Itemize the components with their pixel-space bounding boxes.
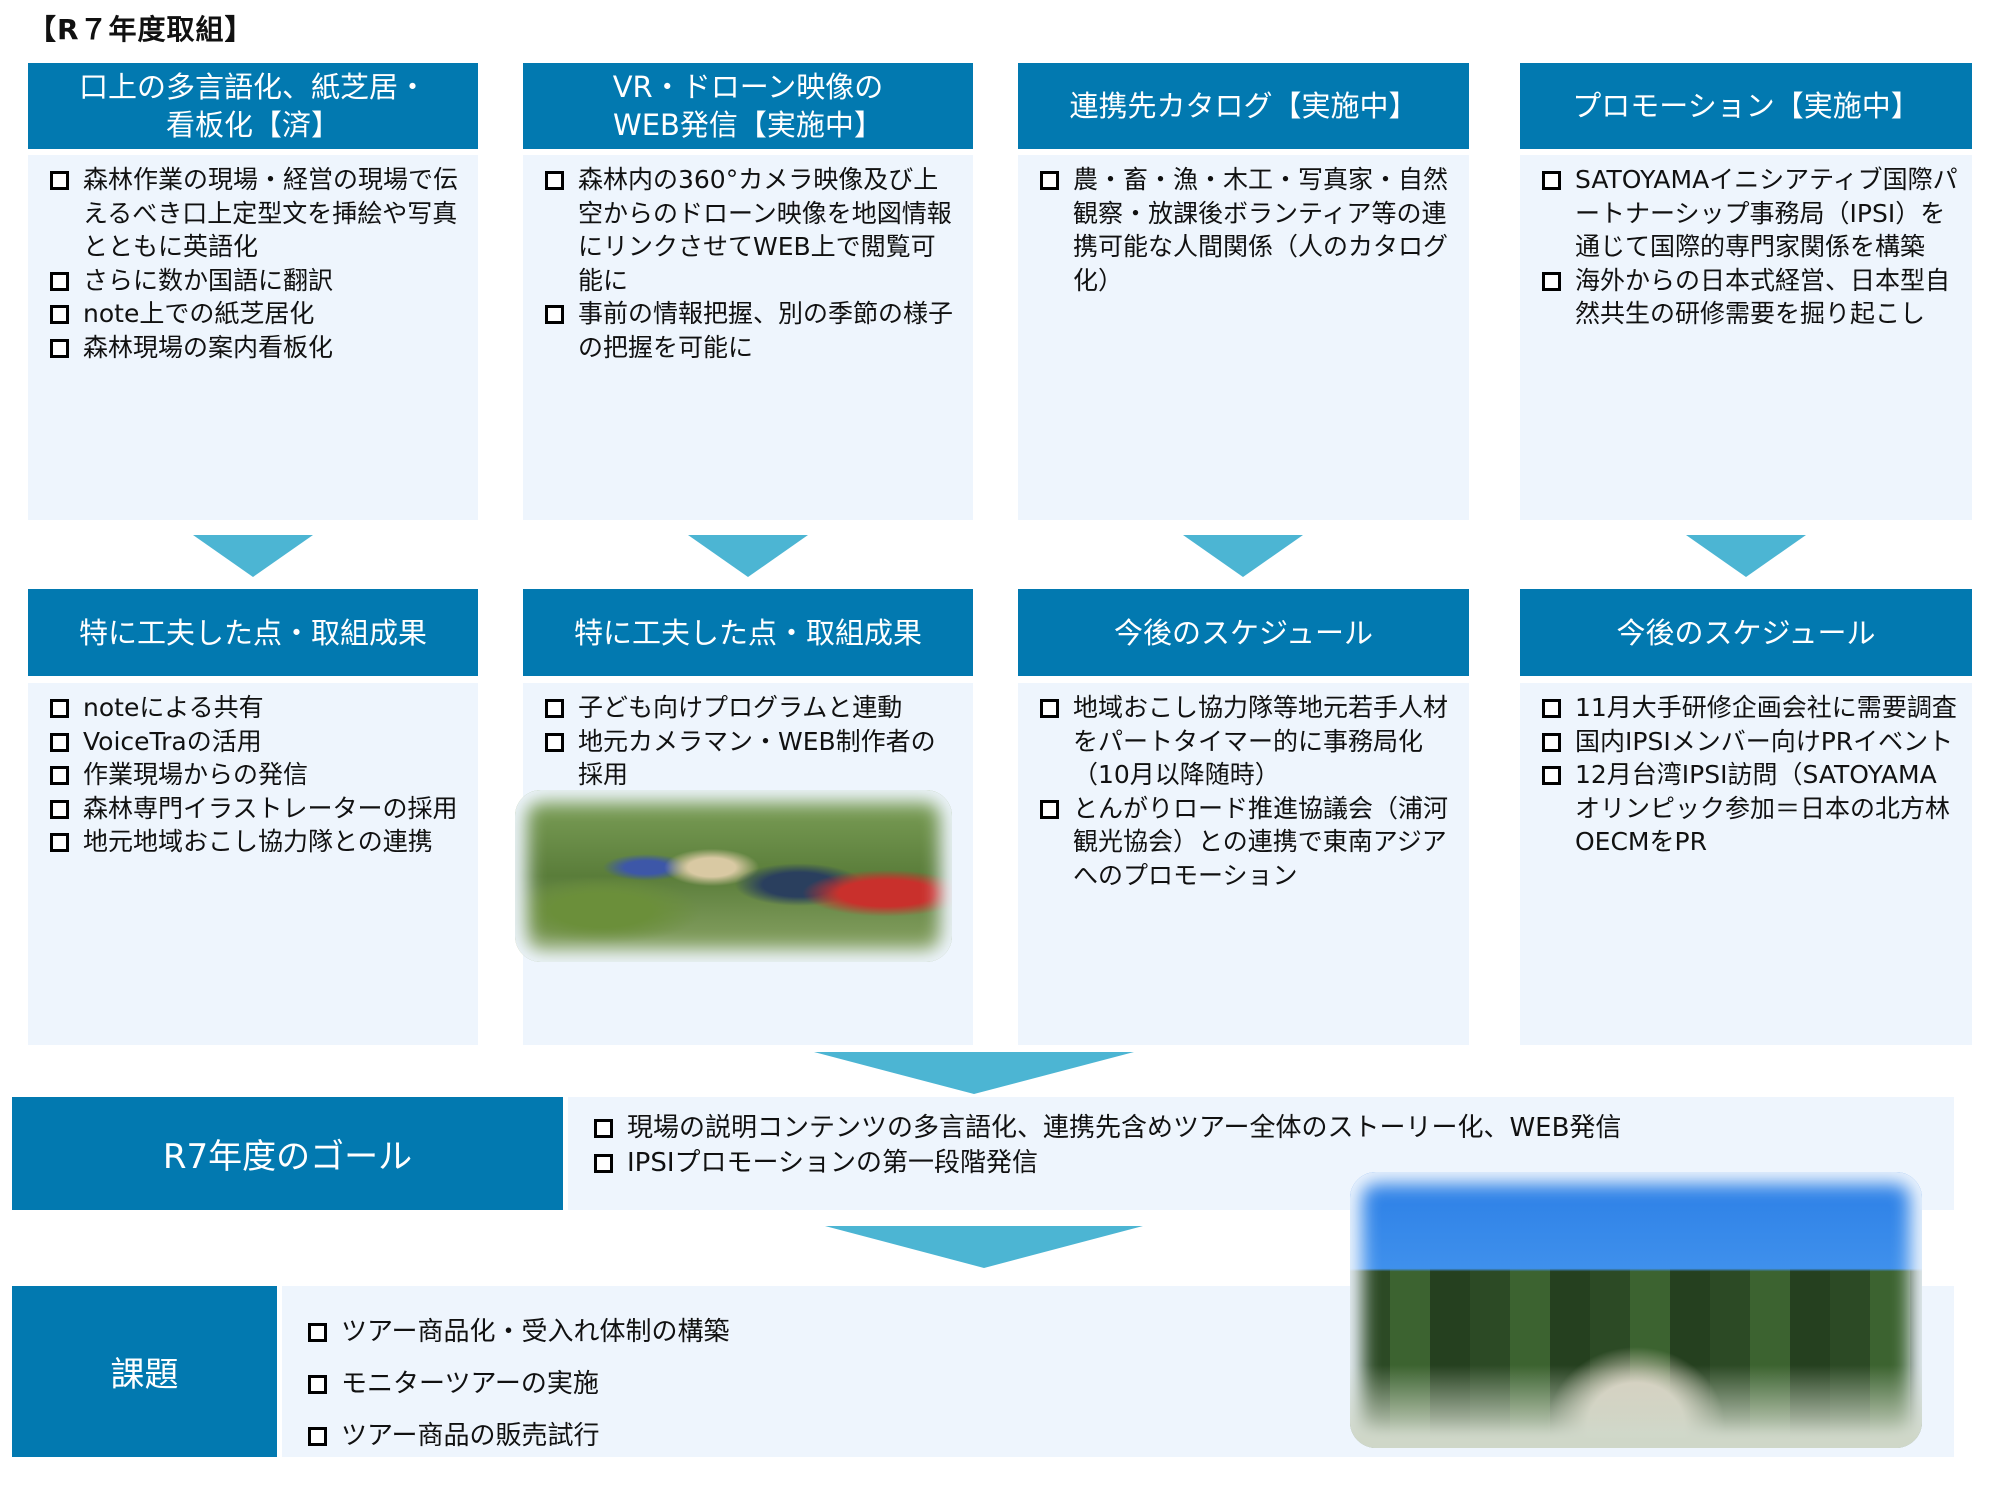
list-item: 12月台湾IPSI訪問（SATOYAMAオリンピック参加＝日本の北方林OECMを… (1538, 758, 1958, 859)
page-title: 【R７年度取組】 (28, 13, 254, 46)
checkbox-icon (545, 732, 564, 752)
down-arrow-icon (193, 535, 313, 577)
checkbox-icon (1542, 699, 1561, 718)
group-tour-photo (515, 790, 952, 962)
schedule-header-3: 今後のスケジュール (1018, 589, 1469, 676)
checkbox-icon (50, 699, 69, 718)
checkbox-icon (594, 1154, 613, 1173)
list-item: 子ども向けプログラムと連動 (541, 691, 959, 725)
list-item: 森林内の360°カメラ映像及び上空からのドローン映像を地図情報にリンクさせてWE… (541, 163, 959, 297)
checkbox-icon (308, 1427, 327, 1446)
down-arrow-icon (814, 1052, 1134, 1094)
list-item: ツアー商品化・受入れ体制の構築 (304, 1306, 1954, 1358)
checkbox-icon (594, 1119, 613, 1138)
checkbox-icon (545, 699, 564, 718)
list-item: 農・畜・漁・木工・写真家・自然観察・放課後ボランティア等の連携可能な人間関係（人… (1036, 163, 1455, 297)
checkbox-icon (545, 305, 564, 324)
checkbox-icon (1542, 732, 1561, 752)
forest-group-photo (1350, 1172, 1922, 1448)
column-3-body: 農・畜・漁・木工・写真家・自然観察・放課後ボランティア等の連携可能な人間関係（人… (1018, 155, 1469, 520)
list-item: さらに数か国語に翻訳 (46, 264, 464, 298)
column-4-header: プロモーション【実施中】 (1520, 63, 1972, 149)
goal-content: 現場の説明コンテンツの多言語化、連携先含めツアー全体のストーリー化、WEB発信 … (568, 1097, 1954, 1210)
column-3-header: 連携先カタログ【実施中】 (1018, 63, 1469, 149)
list-item: 作業現場からの発信 (46, 758, 464, 792)
down-arrow-icon (1183, 535, 1303, 577)
checkbox-icon (1040, 699, 1059, 718)
list-item: 地元カメラマン・WEB制作者の採用 (541, 725, 959, 792)
list-item: 森林作業の現場・経営の現場で伝えるべき口上定型文を挿絵や写真とともに英語化 (46, 163, 464, 264)
list-item: 海外からの日本式経営、日本型自然共生の研修需要を掘り起こし (1538, 264, 1958, 331)
checkbox-icon (50, 338, 69, 358)
list-item: ツアー商品の販売試行 (304, 1410, 1954, 1462)
list-item: モニターツアーの実施 (304, 1358, 1954, 1410)
down-arrow-icon (1686, 535, 1806, 577)
result-header-1: 特に工夫した点・取組成果 (28, 589, 478, 676)
list-item: noteによる共有 (46, 691, 464, 725)
checkbox-icon (50, 305, 69, 324)
checkbox-icon (1542, 171, 1561, 190)
result-header-2: 特に工夫した点・取組成果 (523, 589, 973, 676)
issues-label: 課題 (12, 1286, 277, 1457)
checkbox-icon (50, 171, 69, 190)
down-arrow-icon (688, 535, 808, 577)
list-item: 地元地域おこし協力隊との連携 (46, 825, 464, 859)
checkbox-icon (50, 799, 69, 819)
list-item: note上での紙芝居化 (46, 297, 464, 331)
list-item: 現場の説明コンテンツの多言語化、連携先含めツアー全体のストーリー化、WEB発信 (590, 1111, 1954, 1146)
column-2-header: VR・ドローン映像の WEB発信【実施中】 (523, 63, 973, 149)
checkbox-icon (308, 1375, 327, 1394)
result-body-1: noteによる共有 VoiceTraの活用 作業現場からの発信 森林専門イラスト… (28, 683, 478, 1045)
column-3-header-text: 連携先カタログ【実施中】 (1069, 89, 1418, 123)
checkbox-icon (1542, 271, 1561, 291)
checkbox-icon (1040, 799, 1059, 819)
schedule-body-3: 地域おこし協力隊等地元若手人材をパートタイマー的に事務局化（10月以降随時） と… (1018, 683, 1469, 1045)
checkbox-icon (1542, 766, 1561, 785)
column-1-header-line-2: 看板化【済】 (165, 108, 340, 142)
down-arrow-icon (825, 1226, 1143, 1268)
list-item: 地域おこし協力隊等地元若手人材をパートタイマー的に事務局化（10月以降随時） (1036, 691, 1455, 792)
column-1-header: 口上の多言語化、紙芝居・看板化【済】 (28, 63, 478, 149)
checkbox-icon (50, 833, 69, 852)
list-item: 国内IPSIメンバー向けPRイベント (1538, 725, 1958, 759)
schedule-header-4: 今後のスケジュール (1520, 589, 1972, 676)
checkbox-icon (50, 766, 69, 785)
schedule-body-4: 11月大手研修企画会社に需要調査 国内IPSIメンバー向けPRイベント 12月台… (1520, 683, 1972, 1045)
column-2-body: 森林内の360°カメラ映像及び上空からのドローン映像を地図情報にリンクさせてWE… (523, 155, 973, 520)
list-item: SATOYAMAイニシアティブ国際パートナーシップ事務局（IPSI）を通じて国際… (1538, 163, 1958, 264)
list-item: 11月大手研修企画会社に需要調査 (1538, 691, 1958, 725)
column-4-body: SATOYAMAイニシアティブ国際パートナーシップ事務局（IPSI）を通じて国際… (1520, 155, 1972, 520)
list-item: 森林専門イラストレーターの採用 (46, 792, 464, 826)
column-2-header-line-1: VR・ドローン映像の (612, 70, 884, 104)
checkbox-icon (50, 271, 69, 291)
list-item: 森林現場の案内看板化 (46, 331, 464, 365)
list-item: IPSIプロモーションの第一段階発信 (590, 1146, 1954, 1181)
checkbox-icon (50, 732, 69, 752)
checkbox-icon (545, 171, 564, 190)
checkbox-icon (1040, 171, 1059, 190)
column-1-body: 森林作業の現場・経営の現場で伝えるべき口上定型文を挿絵や写真とともに英語化 さら… (28, 155, 478, 520)
list-item: 事前の情報把握、別の季節の様子の把握を可能に (541, 297, 959, 364)
column-1-header-line-1: 口上の多言語化、紙芝居・ (78, 70, 427, 104)
column-2-header-line-2: WEB発信【実施中】 (613, 108, 883, 142)
column-4-header-text: プロモーション【実施中】 (1572, 89, 1920, 123)
goal-label: R7年度のゴール (12, 1097, 563, 1210)
list-item: VoiceTraの活用 (46, 725, 464, 759)
checkbox-icon (308, 1323, 327, 1342)
list-item: とんがりロード推進協議会（浦河観光協会）との連携で東南アジアへのプロモーション (1036, 792, 1455, 893)
